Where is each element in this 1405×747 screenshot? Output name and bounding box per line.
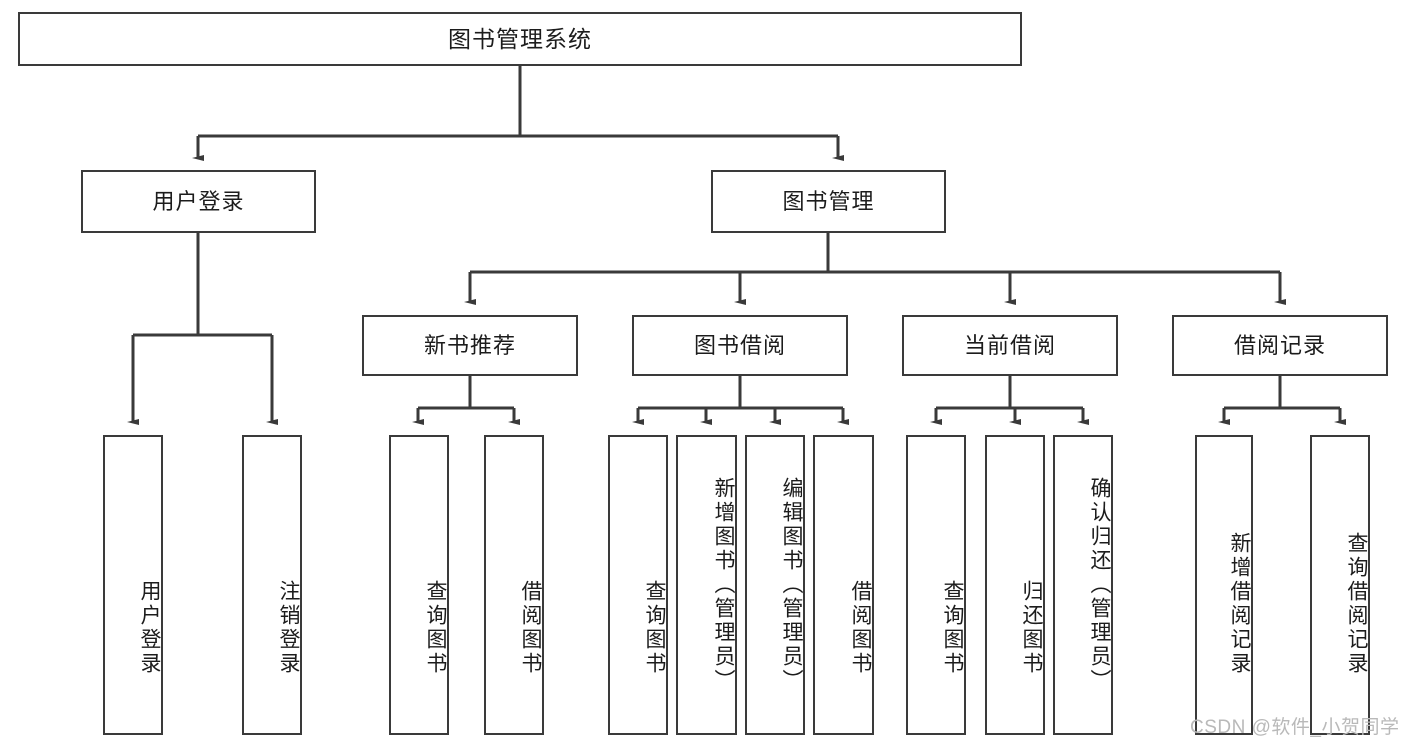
node-label: 查询图书 xyxy=(643,580,666,676)
node-label: 借阅图书 xyxy=(519,580,542,676)
node-label: 确认归还（管理员） xyxy=(1088,477,1111,693)
leaf-edit-book-admin[interactable]: 编辑图书（管理员） xyxy=(745,435,805,735)
leaf-add-borrow-record[interactable]: 新增借阅记录 xyxy=(1195,435,1253,735)
node-label: 查询图书 xyxy=(941,580,964,676)
node-label: 新书推荐 xyxy=(423,332,516,358)
leaf-user-login[interactable]: 用户登录 xyxy=(103,435,163,735)
node-label: 查询图书 xyxy=(424,580,447,676)
node-label: 当前借阅 xyxy=(963,332,1056,358)
node-label: 新增借阅记录 xyxy=(1228,532,1251,676)
leaf-query-borrow-record[interactable]: 查询借阅记录 xyxy=(1310,435,1370,735)
leaf-query-book-borrow[interactable]: 查询图书 xyxy=(608,435,668,735)
leaf-query-book-current[interactable]: 查询图书 xyxy=(906,435,966,735)
node-root-system[interactable]: 图书管理系统 xyxy=(18,12,1022,66)
node-label: 借阅图书 xyxy=(849,580,872,676)
leaf-logout[interactable]: 注销登录 xyxy=(242,435,302,735)
node-label: 注销登录 xyxy=(277,580,300,676)
node-current-borrow[interactable]: 当前借阅 xyxy=(902,315,1118,376)
leaf-borrow-book-recommend[interactable]: 借阅图书 xyxy=(484,435,544,735)
watermark-text: CSDN @软件_小贺同学 xyxy=(1190,717,1400,738)
node-label: 编辑图书（管理员） xyxy=(780,477,803,693)
node-book-management[interactable]: 图书管理 xyxy=(711,170,946,233)
node-label: 借阅记录 xyxy=(1233,332,1326,358)
leaf-query-book-recommend[interactable]: 查询图书 xyxy=(389,435,449,735)
node-label: 新增图书（管理员） xyxy=(712,477,735,693)
node-label: 图书管理系统 xyxy=(448,25,592,52)
node-label: 查询借阅记录 xyxy=(1345,532,1368,676)
node-label: 归还图书 xyxy=(1020,580,1043,676)
node-borrow-record[interactable]: 借阅记录 xyxy=(1172,315,1388,376)
leaf-borrow-book[interactable]: 借阅图书 xyxy=(813,435,874,735)
node-new-book-recommend[interactable]: 新书推荐 xyxy=(362,315,578,376)
node-label: 用户登录 xyxy=(152,188,245,214)
leaf-confirm-return-admin[interactable]: 确认归还（管理员） xyxy=(1053,435,1113,735)
node-book-borrow[interactable]: 图书借阅 xyxy=(632,315,848,376)
node-label: 图书借阅 xyxy=(693,332,786,358)
leaf-add-book-admin[interactable]: 新增图书（管理员） xyxy=(676,435,737,735)
node-label: 用户登录 xyxy=(138,580,161,676)
node-label: 图书管理 xyxy=(782,188,875,214)
leaf-return-book[interactable]: 归还图书 xyxy=(985,435,1045,735)
node-user-login[interactable]: 用户登录 xyxy=(81,170,316,233)
